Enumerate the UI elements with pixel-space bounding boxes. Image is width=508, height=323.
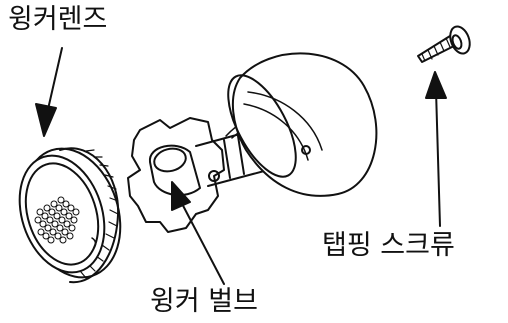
winker-housing	[227, 52, 378, 197]
winker-lens-label: 윙커렌즈	[8, 4, 108, 35]
lens-arrowhead	[35, 103, 57, 137]
tapping-screw-label: 탭핑 스크류	[322, 230, 455, 261]
leader-arrows	[35, 47, 447, 285]
bulb-leader-line	[177, 195, 225, 285]
screw-arrowhead	[425, 71, 447, 99]
screw-leader-line	[435, 89, 441, 227]
tapping-screw	[417, 25, 471, 63]
winker-bulb-label: 윙커 벌브	[150, 286, 258, 317]
winker-lens	[18, 147, 122, 284]
bulb-arrowhead	[171, 181, 191, 211]
